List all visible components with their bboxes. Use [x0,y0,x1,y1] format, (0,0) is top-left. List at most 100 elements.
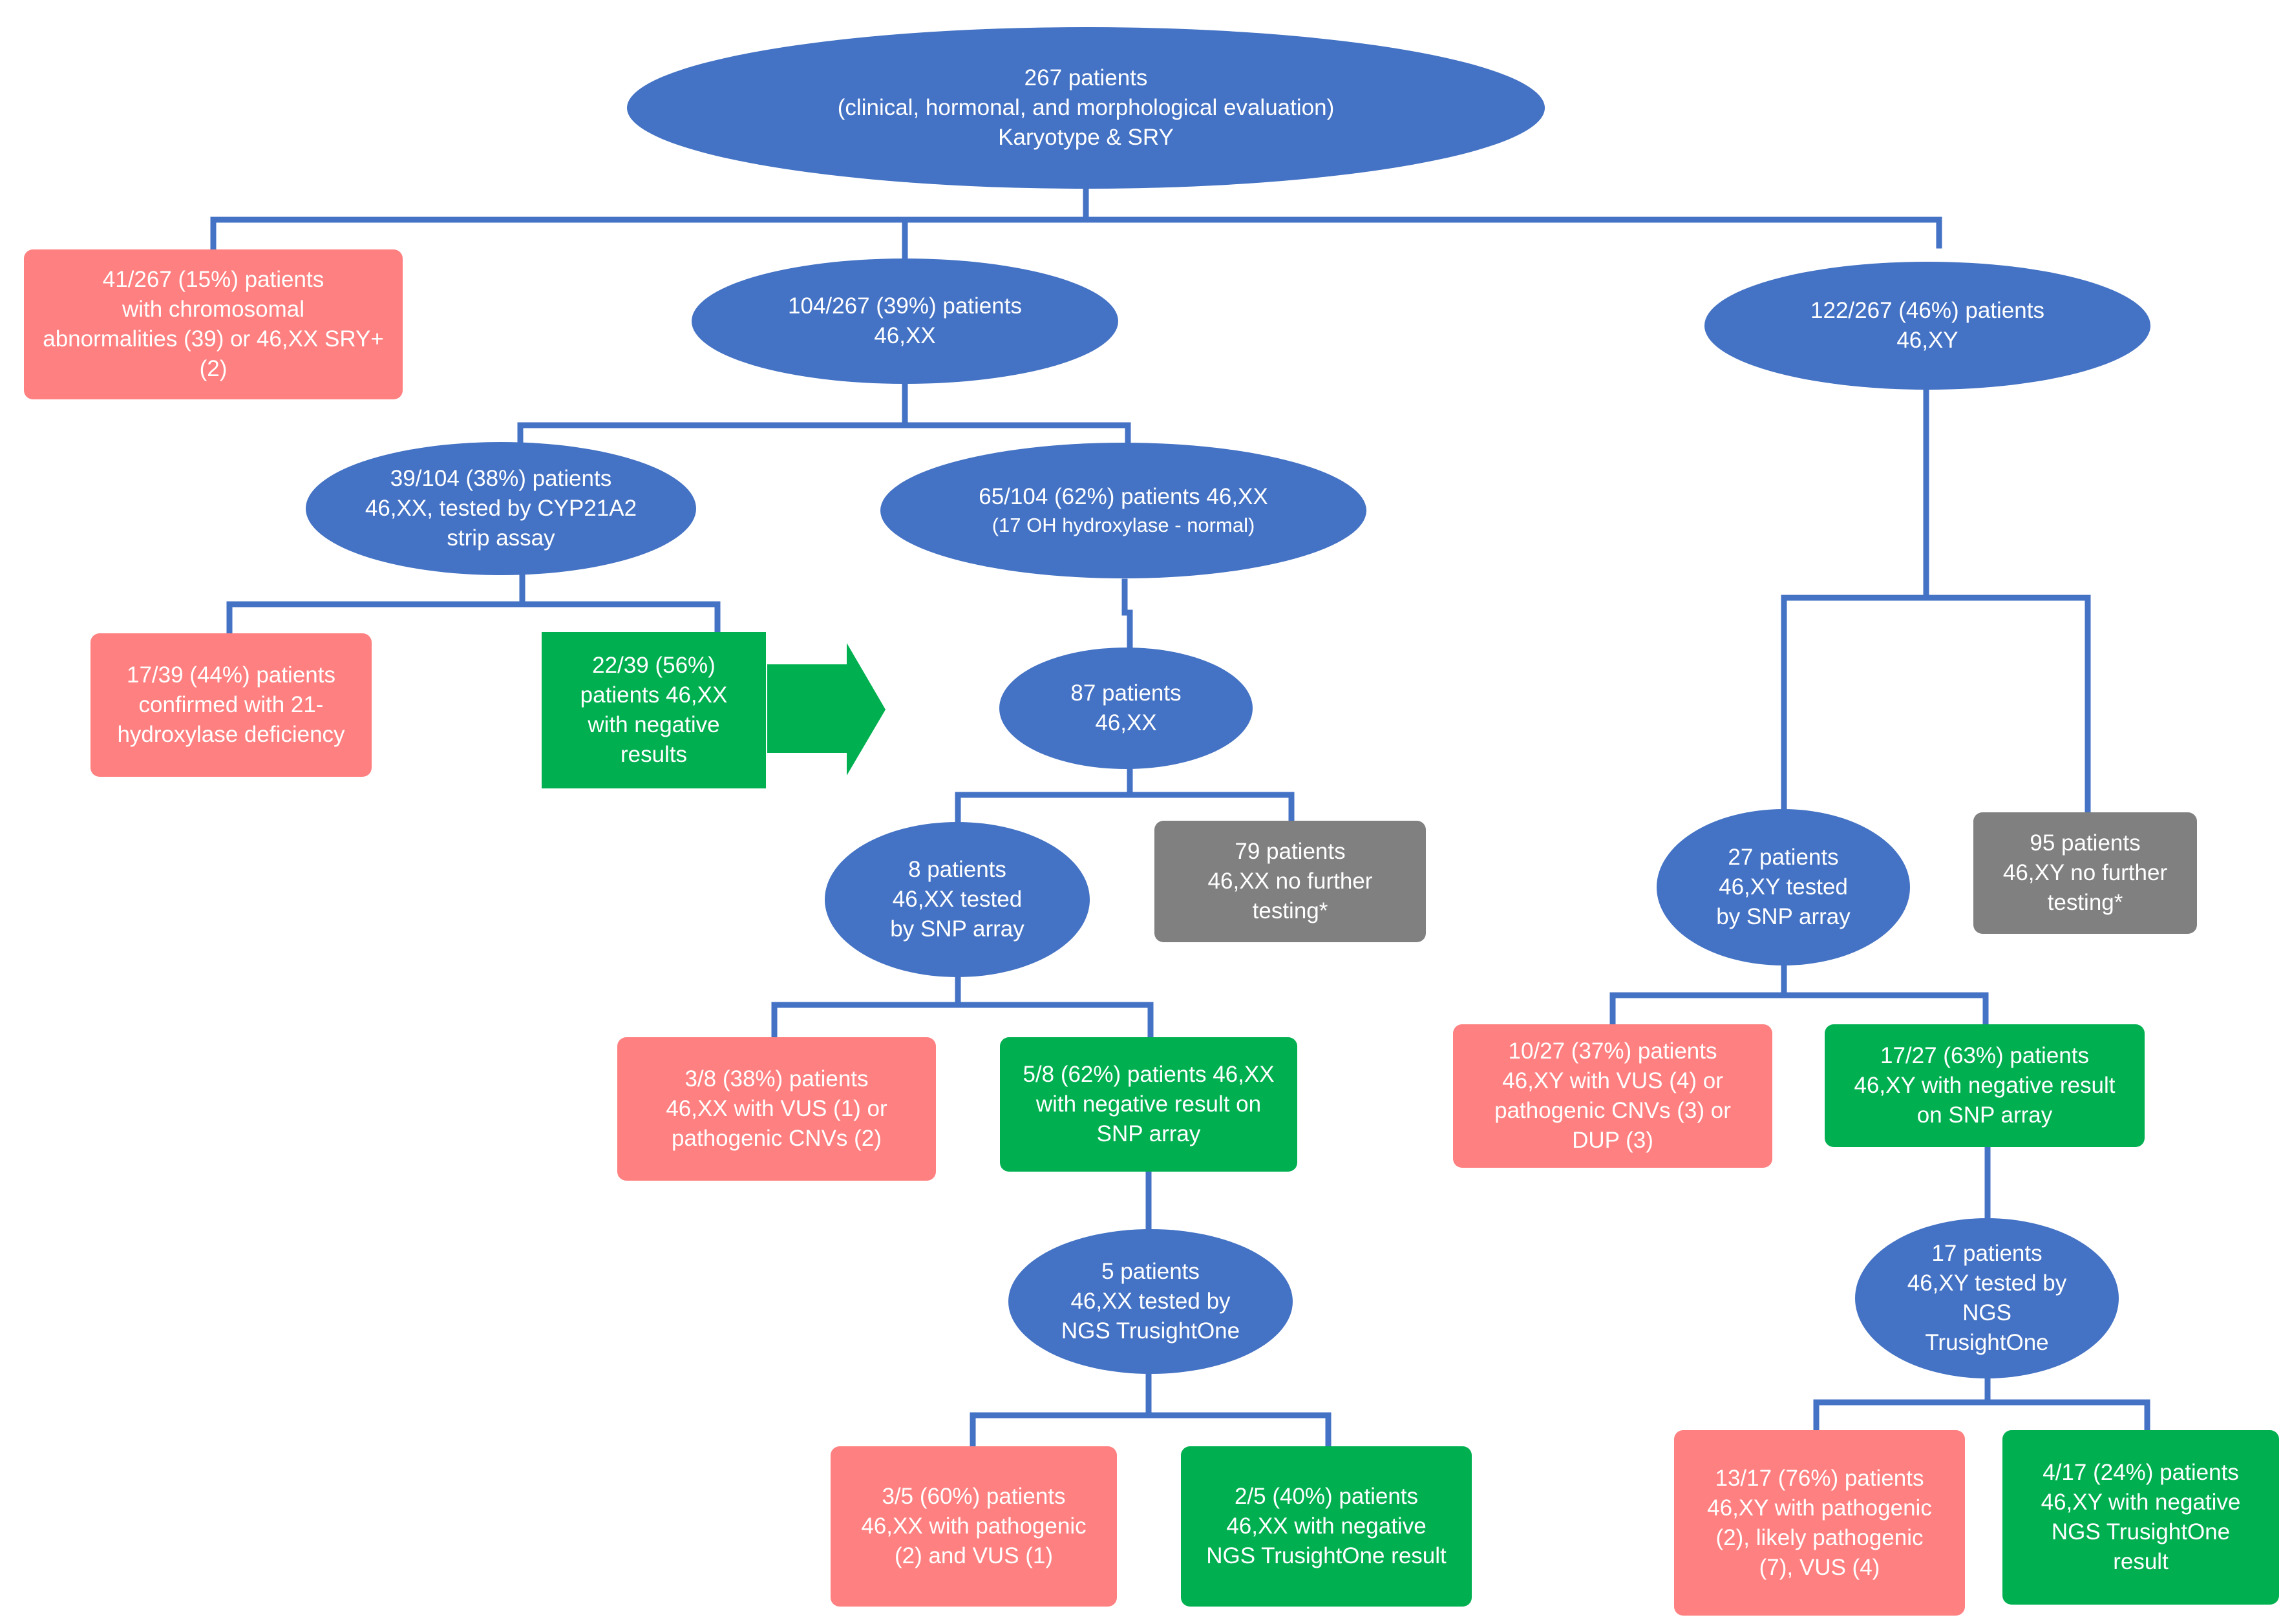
xyngsneg-line-2: 46,XY with negative [2041,1490,2241,1515]
xy17-line-3: NGS [1962,1300,2011,1325]
xypath-line-2: 46,XY with pathogenic [1707,1495,1932,1521]
xx5-line-3: NGS TrusightOne [1061,1318,1240,1344]
connector-line-2 [210,216,1942,253]
xy95-line-1: 95 patients [2030,830,2141,856]
cyp-line-1: 39/104 (38%) patients [390,466,612,491]
oh17-ellipse: 65/104 (62%) patients 46,XX (17 OH hydro… [880,443,1366,578]
chromosomal-line-2: with chromosomal [122,297,305,322]
xypath-line-1: 13/17 (76%) patients [1715,1465,1924,1491]
xysnpneg-line-3: on SNP array [1916,1102,2053,1128]
cyp21a2-ellipse: 39/104 (38%) patients 46,XX, tested by C… [306,442,696,575]
xx5-line-2: 46,XX tested by [1070,1289,1231,1314]
xypath-line-3: (2), likely pathogenic [1715,1524,1924,1550]
xx-104-line-2: 46,XX [874,323,936,348]
cypneg-line-1: 22/39 (56%) [592,653,716,678]
xxpath-line-3: (2) and VUS (1) [894,1543,1054,1568]
root-ellipse: 267 patients (clinical, hormonal, and mo… [627,27,1545,189]
xx-79-box: 79 patients 46,XX no further testing* [1154,821,1426,942]
xysnpneg-line-2: 46,XY with negative result [1854,1073,2116,1098]
xx5-line-1: 5 patients [1101,1259,1200,1284]
xx87-line-1: 87 patients [1070,680,1182,706]
xy95-line-2: 46,XY no further [2002,860,2168,885]
xx-snp-negative-box: 5/8 (62%) patients 46,XX with negative r… [1000,1037,1297,1172]
xy-122-line-2: 46,XY [1896,328,1958,353]
xyvus-line-2: 46,XY with VUS (4) or [1502,1068,1723,1093]
xxpath-line-1: 3/5 (60%) patients [882,1484,1066,1509]
connector-line-13 [771,1002,1154,1040]
xyngsneg-line-1: 4/17 (24%) patients [2043,1460,2239,1485]
cypneg-line-3: with negative [588,712,720,737]
xx-5-ellipse: 5 patients 46,XX tested by NGS TrusightO… [1008,1229,1293,1374]
xy-95-box: 95 patients 46,XY no further testing* [1973,812,2197,934]
xx-pathogenic-box: 3/5 (60%) patients 46,XX with pathogenic… [831,1446,1117,1607]
hydroxylase-line-2: confirmed with 21- [138,692,324,717]
xy27-line-2: 46,XY tested [1719,874,1848,900]
xx87-line-2: 46,XX [1095,710,1157,735]
cyp-line-3: strip assay [447,525,555,551]
xy17-line-1: 17 patients [1931,1241,2043,1266]
root-line-1: 267 patients [1024,65,1148,90]
xx-8-ellipse: 8 patients 46,XX tested by SNP array [825,822,1090,977]
connector-line-11 [955,792,1295,825]
xxngsneg-line-2: 46,XX with negative [1226,1513,1427,1539]
xx-vus-box: 3/8 (38%) patients 46,XX with VUS (1) or… [617,1037,936,1181]
hydroxylase-deficiency-box: 17/39 (44%) patients confirmed with 21- … [90,633,372,777]
xx-ngs-negative-box: 2/5 (40%) patients 46,XX with negative N… [1181,1446,1472,1607]
xy-122-ellipse: 122/267 (46%) patients 46,XY [1704,262,2150,390]
xyngsneg-line-3: NGS TrusightOne [2051,1519,2231,1545]
xxvus-line-1: 3/8 (38%) patients [684,1066,869,1091]
xy27-line-3: by SNP array [1716,904,1851,929]
xx79-line-2: 46,XX no further [1207,869,1373,894]
xx79-line-3: testing* [1252,898,1328,923]
xy95-line-3: testing* [2047,890,2123,915]
xx8-line-3: by SNP array [890,916,1024,942]
xy-snp-negative-box: 17/27 (63%) patients 46,XY with negative… [1825,1024,2145,1147]
xxvus-line-3: pathogenic CNVs (2) [672,1126,882,1151]
connector-line-20 [1609,992,1989,1028]
xyvus-line-4: DUP (3) [1572,1128,1653,1153]
chromosomal-abnormalities-box: 41/267 (15%) patients with chromosomal a… [24,249,403,399]
cypneg-line-2: patients 46,XX [580,682,728,708]
cyp-line-2: 46,XX, tested by CYP21A2 [365,496,637,521]
hydroxylase-line-3: hydroxylase deficiency [117,722,345,747]
xx8-line-1: 8 patients [908,857,1006,882]
xxngsneg-line-1: 2/5 (40%) patients [1234,1484,1419,1509]
xyvus-line-1: 10/27 (37%) patients [1508,1039,1717,1064]
xy-ngs-negative-box: 4/17 (24%) patients 46,XY with negative … [2002,1430,2279,1605]
xx-104-ellipse: 104/267 (39%) patients 46,XX [692,258,1118,384]
oh17-line-2: (17 OH hydroxylase - normal) [992,514,1255,536]
oh17-line-1: 65/104 (62%) patients 46,XX [979,484,1268,509]
xxvus-line-2: 46,XX with VUS (1) or [666,1096,887,1121]
xy-pathogenic-box: 13/17 (76%) patients 46,XY with pathogen… [1674,1430,1965,1616]
xy17-line-4: TrusightOne [1925,1330,2049,1355]
xy-122-line-1: 122/267 (46%) patients [1810,298,2044,323]
xxsnpneg-line-1: 5/8 (62%) patients 46,XX [1023,1062,1275,1087]
connector-line-23 [1813,1399,2150,1433]
xx-104-line-1: 104/267 (39%) patients [788,293,1022,319]
xy17-line-2: 46,XY tested by [1907,1271,2067,1296]
hydroxylase-line-1: 17/39 (44%) patients [127,662,335,688]
chromosomal-line-4: (2) [199,356,228,381]
xyngsneg-line-4: result [2113,1549,2169,1574]
connector-line-16 [970,1412,1332,1450]
connector-line-7 [226,601,721,637]
xy27-line-1: 27 patients [1728,845,1839,870]
chromosomal-line-3: abnormalities (39) or 46,XX SRY+ [43,326,384,352]
connector-line-18 [1781,595,2091,816]
xx79-line-1: 79 patients [1235,839,1346,864]
xyvus-line-3: pathogenic CNVs (3) or [1494,1098,1731,1123]
arrow-to-87-patients [767,643,886,775]
cypneg-line-4: results [620,742,688,767]
xxngsneg-line-3: NGS TrusightOne result [1206,1543,1447,1568]
root-line-2: (clinical, hormonal, and morphological e… [837,95,1335,120]
xypath-line-4: (7), VUS (4) [1759,1554,1880,1580]
xy-17-ellipse: 17 patients 46,XY tested by NGS Trusight… [1855,1218,2119,1378]
xx8-line-2: 46,XX tested [892,887,1023,912]
xxsnpneg-line-2: with negative result on [1035,1091,1262,1117]
xxsnpneg-line-3: SNP array [1096,1121,1201,1146]
root-line-3: Karyotype & SRY [998,125,1174,150]
xxpath-line-2: 46,XX with pathogenic [861,1513,1087,1539]
xy-27-ellipse: 27 patients 46,XY tested by SNP array [1657,809,1910,965]
cyp-negative-box: 22/39 (56%) patients 46,XX with negative… [542,632,766,788]
